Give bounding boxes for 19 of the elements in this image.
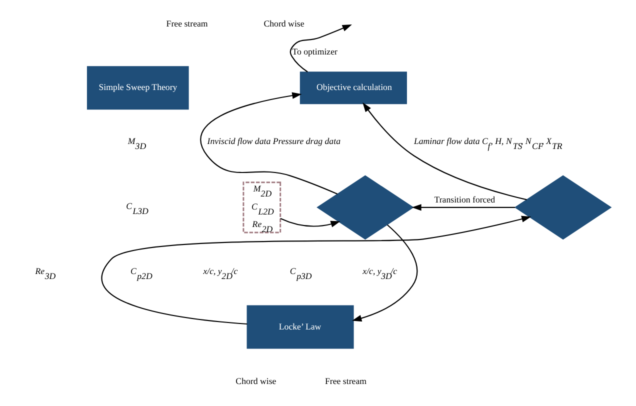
edge-label: Inviscid flow data Pressure drag data <box>207 136 341 146</box>
arrow <box>102 216 532 325</box>
arrow <box>362 102 527 200</box>
label: Free stream <box>166 18 208 29</box>
edge-label: Transition forced <box>434 194 496 205</box>
node-diamond <box>316 175 414 240</box>
node-box: Objective calculation <box>300 72 407 104</box>
label: Chord wise <box>236 376 276 386</box>
arrow <box>412 204 516 211</box>
arrow <box>352 224 418 322</box>
arrow <box>200 92 338 195</box>
node-diamond <box>514 175 612 240</box>
arrow <box>290 24 352 72</box>
node-box: Simple Sweep Theory <box>86 66 189 110</box>
arrow <box>280 218 340 228</box>
label: Chord wise <box>264 18 304 29</box>
label: Free stream <box>325 376 367 386</box>
edge-label: To optimizer <box>292 46 338 56</box>
node-box: Locke’ Law <box>246 305 354 349</box>
